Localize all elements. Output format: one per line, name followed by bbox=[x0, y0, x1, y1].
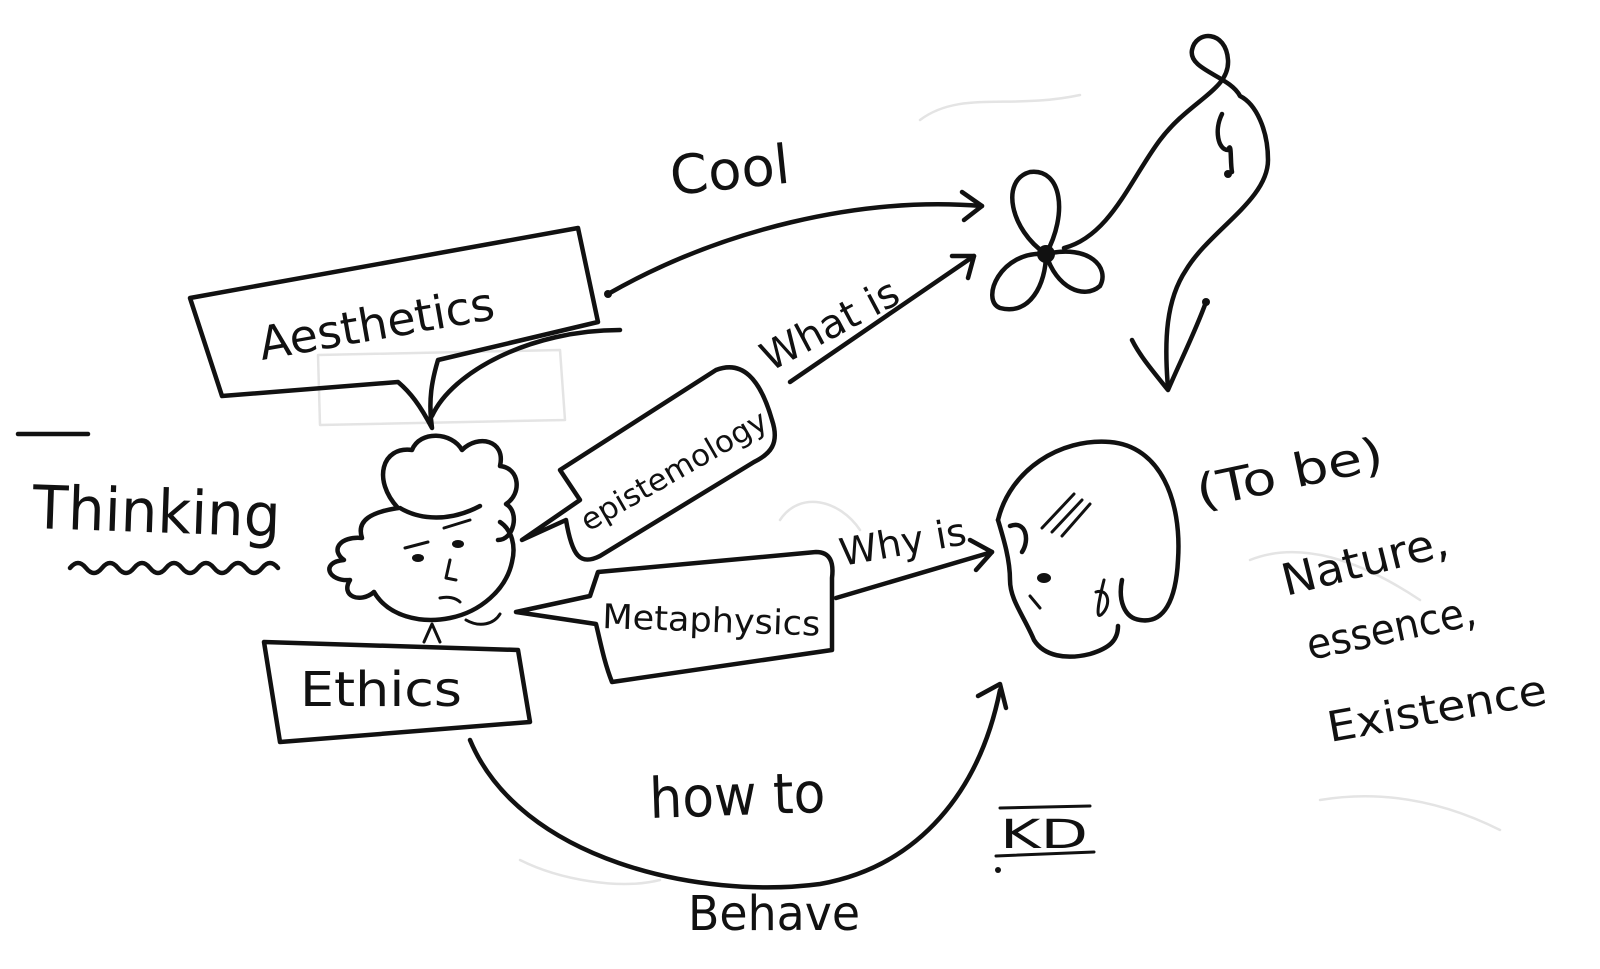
to-be-label: (To be) bbox=[1191, 426, 1388, 518]
cool-label: Cool bbox=[667, 133, 793, 208]
signature-label: KD bbox=[1000, 812, 1088, 858]
swirl-path bbox=[1061, 33, 1271, 391]
swirl-hook bbox=[1215, 111, 1235, 175]
thinking-wavy-underline bbox=[67, 560, 281, 576]
essence-label: essence, bbox=[1302, 586, 1480, 670]
why-is-arrow bbox=[833, 549, 995, 601]
cool-arrowhead bbox=[959, 189, 985, 223]
metaphysics-speech-box bbox=[513, 549, 835, 685]
epistemology-label: epistemology bbox=[575, 404, 774, 539]
how-to-label: how to bbox=[648, 761, 826, 832]
why-is-arrowhead bbox=[967, 537, 995, 573]
behave-label: Behave bbox=[688, 886, 860, 942]
ethics-pointer bbox=[422, 622, 442, 644]
what-is-arrow bbox=[787, 253, 977, 385]
what-is-arrowhead bbox=[949, 253, 977, 281]
nature-label: Nature, bbox=[1276, 516, 1453, 607]
ethics-label: Ethics bbox=[300, 662, 462, 718]
swirl-arrowhead bbox=[1129, 299, 1209, 393]
epistemology-speech-box bbox=[519, 365, 778, 562]
girl-head-icon bbox=[995, 439, 1181, 659]
flower-icon bbox=[990, 169, 1105, 312]
behave-arrowhead bbox=[975, 681, 1009, 711]
thinking-label: Thinking bbox=[31, 473, 282, 552]
existence-label: Existence bbox=[1323, 665, 1550, 752]
metaphysics-label: Metaphysics bbox=[602, 597, 821, 645]
thinker-head-icon bbox=[327, 433, 519, 626]
cool-arrow bbox=[605, 202, 985, 297]
behave-arrow bbox=[467, 687, 1003, 890]
ethics-box bbox=[261, 639, 533, 745]
signature-mark: KD bbox=[994, 804, 1096, 873]
what-is-label: What is bbox=[753, 270, 907, 381]
aesthetics-speech-box bbox=[187, 225, 601, 431]
aesthetics-head-arc bbox=[429, 327, 623, 419]
